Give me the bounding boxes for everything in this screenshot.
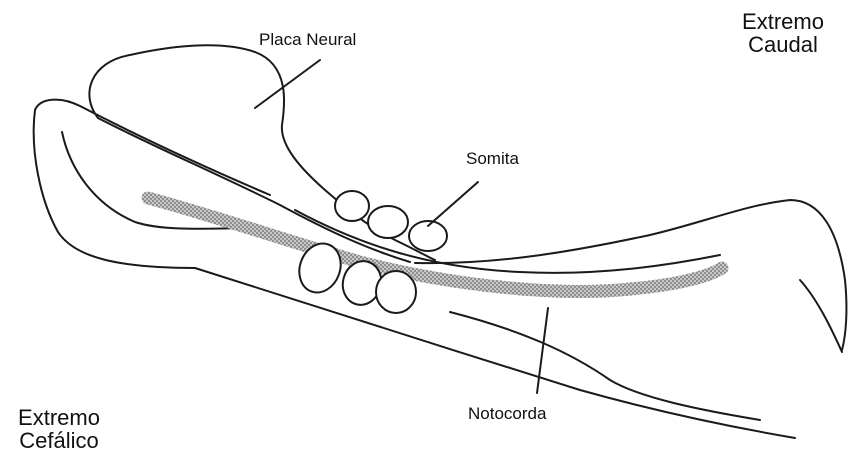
label-extremo-cefalico-line2: Cefálico [0,429,118,452]
somite-ventral-3 [376,271,416,313]
somite-dorsal-1 [335,191,369,221]
label-extremo-cefalico: Extremo Cefálico [0,406,118,452]
caudal-tip-line [800,280,842,352]
label-notocorda: Notocorda [468,405,546,423]
leader-somita [428,182,478,226]
embryo-dorsal-outline [415,200,846,350]
label-extremo-caudal-line2: Caudal [728,33,838,56]
label-extremo-cefalico-line1: Extremo [0,406,118,429]
label-extremo-caudal: Extremo Caudal [728,10,838,56]
label-extremo-caudal-line1: Extremo [728,10,838,33]
label-placa-neural: Placa Neural [259,31,356,49]
label-somita: Somita [466,150,519,168]
somite-dorsal-2 [368,206,408,238]
cephalic-head-outline [34,110,195,268]
leader-placa-neural [255,60,320,108]
cephalic-head-fold [35,100,270,195]
